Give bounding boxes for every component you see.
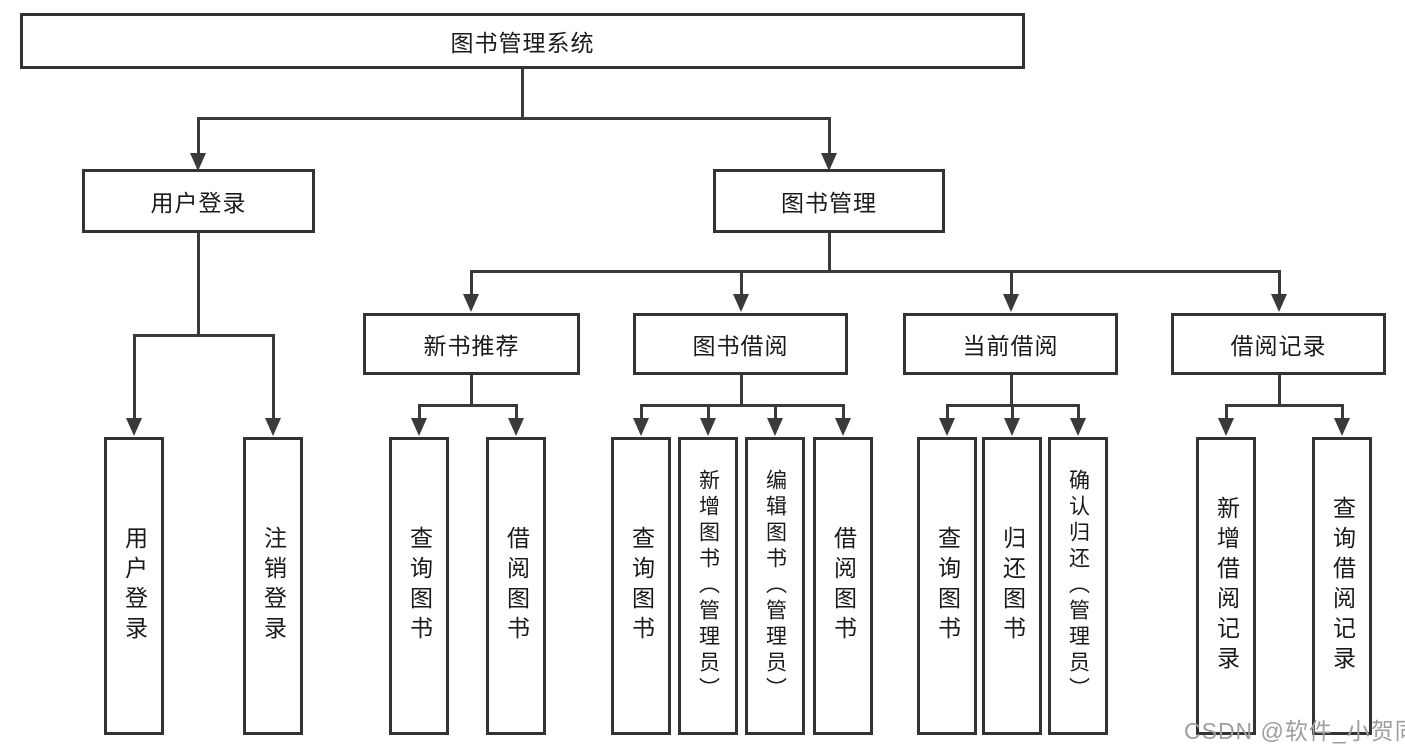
- arrow-to-login-leaf: [125, 334, 143, 436]
- arrow-current-child-3: [1069, 404, 1087, 436]
- node-root-label: 图书管理系统: [450, 30, 595, 56]
- node-new-book-recommendation: 新书推荐: [363, 313, 580, 375]
- connector-new-book-rail: [419, 404, 516, 407]
- leaf-query-borrow-record-label: 查询借阅记录: [1329, 496, 1356, 676]
- leaf-logout: 注销登录: [243, 437, 303, 735]
- connector-records-stem: [1277, 375, 1281, 406]
- connector-level2-rail: [197, 117, 830, 120]
- connector-sections-rail: [471, 270, 1279, 273]
- leaf-query-books-borrow: 查询图书: [611, 437, 671, 735]
- node-borrowing-records-label: 借阅记录: [1230, 333, 1327, 359]
- arrow-borrow-child-3: [766, 404, 784, 436]
- leaf-borrow-books-newbook: 借阅图书: [486, 437, 546, 735]
- leaf-add-borrow-record: 新增借阅记录: [1196, 437, 1256, 735]
- leaf-user-login-label: 用户登录: [121, 526, 148, 646]
- arrow-new-book-child-1: [410, 404, 428, 436]
- node-book-management: 图书管理: [713, 169, 945, 233]
- leaf-borrow-books-newbook-label: 借阅图书: [503, 526, 530, 646]
- leaf-query-books-borrow-label: 查询图书: [628, 526, 655, 646]
- node-book-management-label: 图书管理: [781, 190, 877, 216]
- arrow-borrow-child-4: [834, 404, 852, 436]
- arrow-to-logout-leaf: [264, 334, 282, 436]
- connector-records-rail: [1226, 404, 1342, 407]
- node-current-borrowing: 当前借阅: [903, 313, 1118, 375]
- leaf-confirm-return-admin-label: 确认归还（管理员）: [1066, 469, 1090, 703]
- node-new-book-recommendation-label: 新书推荐: [423, 333, 520, 359]
- leaf-borrow-books-label: 借阅图书: [830, 526, 857, 646]
- leaf-add-borrow-record-label: 新增借阅记录: [1213, 496, 1240, 676]
- arrow-borrow-child-2: [699, 404, 717, 436]
- node-current-borrowing-label: 当前借阅: [962, 333, 1059, 359]
- connector-book-management-stem: [827, 233, 831, 273]
- leaf-add-book-admin: 新增图书（管理员）: [678, 437, 738, 735]
- leaf-confirm-return-admin: 确认归还（管理员）: [1048, 437, 1108, 735]
- node-book-borrowing-label: 图书借阅: [692, 333, 789, 359]
- connector-user-login-rail: [134, 334, 273, 337]
- leaf-return-books: 归还图书: [982, 437, 1042, 735]
- arrow-to-borrow-section: [732, 270, 750, 312]
- arrow-new-book-child-2: [507, 404, 525, 436]
- leaf-logout-label: 注销登录: [260, 526, 287, 646]
- leaf-query-books-current: 查询图书: [917, 437, 977, 735]
- node-user-login-label: 用户登录: [150, 190, 247, 216]
- arrow-to-book-management: [820, 117, 838, 171]
- connector-user-login-stem: [196, 233, 200, 336]
- leaf-edit-book-admin: 编辑图书（管理员）: [745, 437, 805, 735]
- leaf-user-login: 用户登录: [104, 437, 164, 735]
- node-user-login: 用户登录: [82, 169, 315, 233]
- leaf-query-books-current-label: 查询图书: [934, 526, 961, 646]
- leaf-edit-book-admin-label: 编辑图书（管理员）: [763, 469, 787, 703]
- leaf-query-books-newbook-label: 查询图书: [406, 526, 433, 646]
- connector-borrow-rail: [641, 404, 843, 407]
- connector-borrow-stem: [739, 375, 743, 406]
- node-borrowing-records: 借阅记录: [1171, 313, 1386, 375]
- arrow-to-user-login: [189, 117, 207, 171]
- leaf-borrow-books: 借阅图书: [813, 437, 873, 735]
- arrow-current-child-2: [1003, 404, 1021, 436]
- csdn-watermark: CSDN @软件_小贺同学: [1184, 718, 1405, 744]
- arrow-to-current-section: [1002, 270, 1020, 312]
- leaf-query-borrow-record: 查询借阅记录: [1312, 437, 1372, 735]
- arrow-records-child-2: [1333, 404, 1351, 436]
- arrow-borrow-child-1: [632, 404, 650, 436]
- node-book-borrowing: 图书借阅: [633, 313, 848, 375]
- arrow-records-child-1: [1217, 404, 1235, 436]
- leaf-query-books-newbook: 查询图书: [389, 437, 449, 735]
- connector-root-stem: [520, 68, 524, 120]
- arrow-to-new-book-section: [462, 270, 480, 312]
- arrow-to-records-section: [1270, 270, 1288, 312]
- arrow-current-child-1: [938, 404, 956, 436]
- connector-current-stem: [1009, 375, 1013, 406]
- connector-new-book-stem: [469, 375, 473, 406]
- leaf-add-book-admin-label: 新增图书（管理员）: [696, 469, 720, 703]
- leaf-return-books-label: 归还图书: [999, 526, 1026, 646]
- node-root: 图书管理系统: [20, 13, 1025, 69]
